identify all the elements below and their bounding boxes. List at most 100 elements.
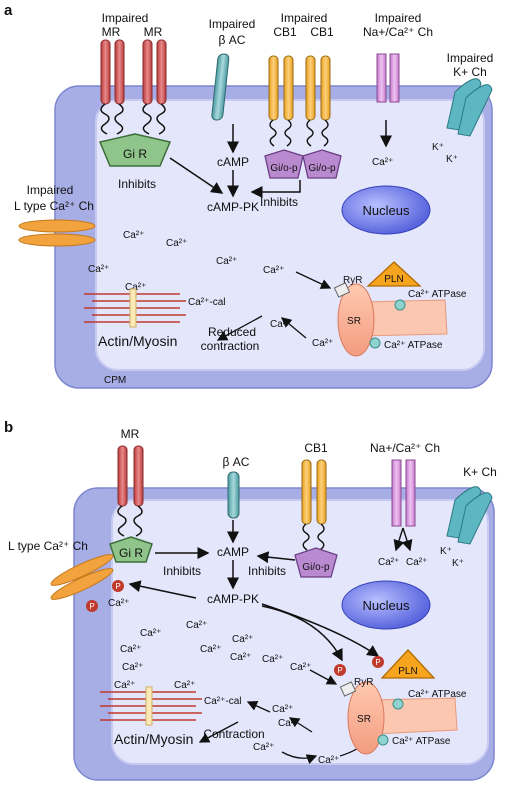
atpase-pump-1-a [394, 299, 406, 311]
gi-r-label-b: Gi R [119, 546, 143, 560]
nucleus-a [341, 185, 431, 235]
ca-ion-na-b-2: Ca²⁺ [406, 557, 427, 568]
actin-myosin-label-a: Actin/Myosin [98, 333, 177, 349]
actin-myosin-label-b: Actin/Myosin [114, 731, 193, 747]
ca-ion-b-10: Ca²⁺ [114, 680, 135, 691]
phospho-pln-b [372, 656, 384, 668]
beta-ac-b [227, 471, 240, 519]
phospho-lt-b [86, 600, 98, 612]
cpm-label: CPM [104, 375, 126, 386]
ryr-label-b: RyR [354, 677, 373, 688]
ca-ion-b-13: Ca²⁺ [278, 718, 299, 729]
mr-receptor-b [117, 445, 144, 537]
ca-ion-b-14: Ca²⁺ [253, 742, 274, 753]
k-impaired-label: Impaired [447, 51, 494, 65]
camp-label-a: cAMP [217, 155, 249, 169]
atpase-pump-2-b [377, 734, 389, 746]
gio-p-label-1-a: Gi/o-p [270, 163, 298, 174]
lt-channel-a-2 [18, 233, 96, 247]
cb1-impaired-label: Impaired [281, 11, 328, 25]
nucleus-label-b: Nucleus [363, 598, 410, 613]
k-ion-1-b: K⁺ [440, 546, 452, 557]
k-channel-a [446, 78, 493, 137]
atpase-label-1-a: Ca²⁺ ATPase [408, 289, 467, 300]
panel-b: b MR β AC CB1 Na+/Ca²⁺ Ch K+ Ch L type C… [4, 419, 497, 781]
lt-impaired-label: Impaired [27, 183, 74, 197]
inhibits-2-b: Inhibits [248, 564, 286, 578]
gio-p-pentagon-1-a [264, 149, 304, 179]
gio-p-label-b: Gi/o-p [302, 562, 330, 573]
ca-ion-b-1: Ca²⁺ [186, 620, 207, 631]
ca-ion-b-4: Ca²⁺ [120, 644, 141, 655]
ryr-b [339, 681, 357, 697]
ca-ion-na-a: Ca²⁺ [372, 157, 393, 168]
myofibrils-a [84, 288, 186, 328]
pln-triangle-b [380, 649, 436, 679]
lt-channel-a-1 [18, 219, 96, 233]
mr-receptor-pair-2 [142, 39, 167, 135]
ca-ion-b-6: Ca²⁺ [122, 662, 143, 673]
atpase-pump-2-a [369, 337, 381, 349]
cb1-receptor-b [301, 459, 327, 551]
panel-b-letter: b [4, 419, 13, 436]
phospho-ryr-b [334, 664, 346, 676]
mr-label-1: MR [102, 25, 121, 39]
na-ca-channel-a [376, 53, 400, 103]
phospho-lt-label-b-2: P [115, 582, 120, 591]
mr-impaired-label: Impaired [102, 11, 149, 25]
inhibits-1-a: Inhibits [118, 177, 156, 191]
sr-b [347, 681, 458, 755]
k-ch-label-b: K+ Ch [463, 465, 497, 479]
nucleus-label-a: Nucleus [363, 203, 410, 218]
pln-label-a: PLN [384, 274, 403, 285]
ryr-a [333, 282, 351, 298]
cb1-receptors-a [268, 55, 331, 147]
k-channel-b [446, 486, 493, 545]
sr-label-b: SR [357, 714, 371, 725]
inhibits-2-a: Inhibits [260, 195, 298, 209]
bac-label: β AC [219, 33, 246, 47]
camp-label-b: cAMP [217, 545, 249, 559]
na-ca-ch-label-b: Na+/Ca²⁺ Ch [370, 441, 440, 455]
sr-a [337, 283, 448, 357]
ca-cal-label-a: Ca²⁺-cal [188, 297, 226, 308]
atpase-label-2-b: Ca²⁺ ATPase [392, 736, 451, 747]
ca-ion-b-11: Ca²⁺ [174, 680, 195, 691]
atpase-label-2-a: Ca²⁺ ATPase [384, 340, 443, 351]
sr-label-a: SR [347, 316, 361, 327]
gio-p-label-2-a: Gi/o-p [308, 163, 336, 174]
ca-ion-a-5: Ca²⁺ [263, 265, 284, 276]
ca-ion-a-2: Ca²⁺ [166, 238, 187, 249]
atpase-label-1-b: Ca²⁺ ATPase [408, 689, 467, 700]
lt-channel-b-2 [50, 568, 114, 600]
mr-label-2: MR [144, 25, 163, 39]
cb1-label-b: CB1 [304, 441, 328, 455]
ca-ion-lt-b: Ca²⁺ [108, 598, 129, 609]
beta-ac-a [211, 53, 230, 121]
reduced-label-a: Reduced [208, 325, 256, 339]
ca-ion-a-7: Ca²⁺ [270, 319, 291, 330]
ca-ion-a-6: Ca²⁺ [125, 282, 146, 293]
ca-ion-b-12: Ca²⁺ [272, 704, 293, 715]
ca-ion-b-15: Ca²⁺ [318, 755, 339, 766]
na-ca-channel-b [391, 459, 416, 527]
ca-cal-label-b: Ca²⁺-cal [204, 696, 242, 707]
camppk-label-a: cAMP-PK [207, 200, 259, 214]
gio-p-pentagon-b [294, 547, 338, 578]
k-ch-label: K+ Ch [453, 65, 487, 79]
phospho-ryr-label-b: P [337, 666, 342, 675]
pln-triangle-a [366, 261, 422, 287]
na-ca-ch-label: Na+/Ca²⁺ Ch [363, 25, 433, 39]
panel-a-letter: a [4, 2, 13, 19]
ca-ion-b-7: Ca²⁺ [230, 652, 251, 663]
ca-ion-b-2: Ca²⁺ [232, 634, 253, 645]
mr-receptor-pair-1 [100, 39, 125, 135]
bac-label-b: β AC [223, 455, 250, 469]
camppk-label-b: cAMP-PK [207, 592, 259, 606]
k-ion-2-b: K⁺ [452, 558, 464, 569]
contraction-label-a: contraction [201, 339, 260, 353]
ryr-label-a: RyR [343, 275, 362, 286]
lt-channel-b-1 [50, 554, 114, 586]
inhibits-1-b: Inhibits [163, 564, 201, 578]
